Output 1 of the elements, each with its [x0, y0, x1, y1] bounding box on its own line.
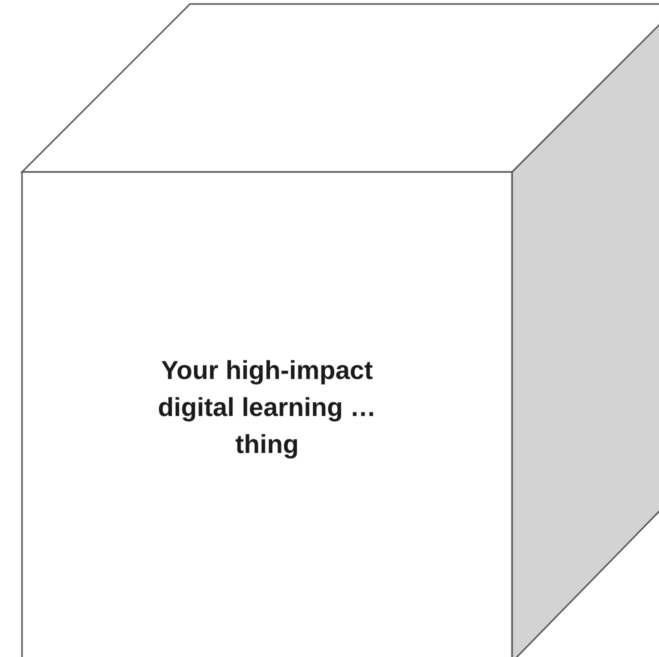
- cube-label: Your high-impact digital learning … thing: [156, 354, 378, 461]
